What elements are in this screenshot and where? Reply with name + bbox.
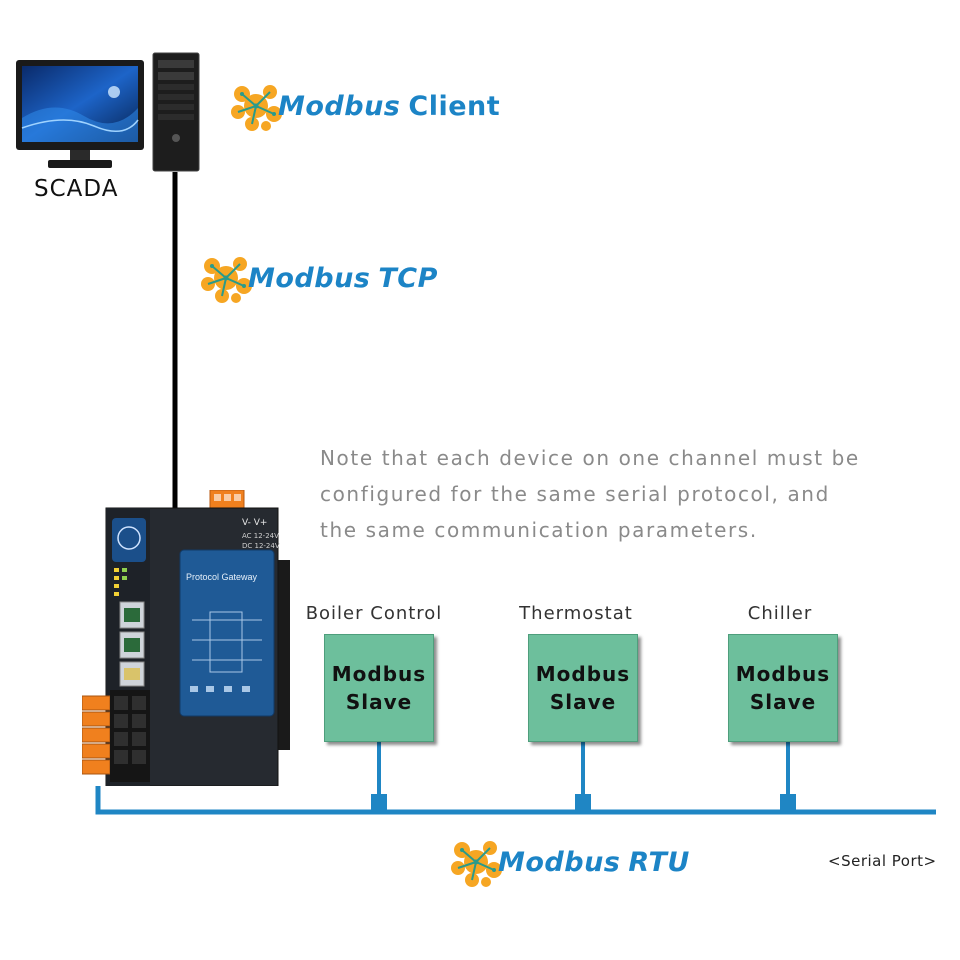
rtu-bus [95, 786, 936, 815]
rtu-word: RTU [628, 846, 690, 878]
bus-tap-2 [575, 794, 591, 810]
modbus-logo-icon [231, 85, 282, 131]
slave-line-2: Slave [749, 690, 817, 714]
modbus-word: Modbus [498, 846, 621, 878]
slave-line-1: Modbus [535, 662, 631, 686]
tcp-word: TCP [378, 262, 438, 294]
modbus-slave-chiller: Modbus Slave [728, 634, 838, 742]
note-text: Note that each device on one channel mus… [320, 440, 920, 548]
gateway-power-label: V- V+ [242, 518, 268, 528]
modbus-slave-thermostat: Modbus Slave [528, 634, 638, 742]
serial-port-label: <Serial Port> [828, 852, 937, 870]
client-word: Client [408, 90, 501, 122]
modbus-word: Modbus [248, 262, 371, 294]
modbus-logo-icon [201, 257, 252, 303]
protocol-gateway-device: V- V+ AC 12-24V DC 12-24V Protocol Gatew… [82, 490, 294, 786]
modbus-rtu-logo: Modbus RTU [450, 836, 690, 888]
slave-line-1: Modbus [331, 662, 427, 686]
modbus-logo-icon [451, 841, 502, 887]
modbus-client-logo: Modbus Client [230, 80, 500, 132]
tower-pc-icon [152, 52, 200, 172]
note-line-1: Note that each device on one channel mus… [320, 446, 860, 470]
device-label-thermostat: Thermostat [519, 603, 633, 624]
modbus-tcp-logo: Modbus TCP [200, 252, 438, 304]
gateway-panel-title: Protocol Gateway [186, 572, 258, 582]
device-label-chiller: Chiller [747, 603, 813, 624]
note-line-2: configured for the same serial protocol,… [320, 482, 830, 506]
gateway-dc-label: DC 12-24V [242, 542, 280, 550]
scada-label: SCADA [34, 176, 119, 202]
monitor-icon [16, 60, 144, 168]
slave-line-1: Modbus [735, 662, 831, 686]
modbus-word: Modbus [278, 90, 401, 122]
bus-tap-1 [371, 794, 387, 810]
bus-tap-3 [780, 794, 796, 810]
gateway-body [82, 490, 290, 786]
device-label-boiler-control: Boiler Control [305, 603, 443, 624]
modbus-slave-boiler-control: Modbus Slave [324, 634, 434, 742]
note-line-3: the same communication parameters. [320, 518, 758, 542]
slave-line-2: Slave [345, 690, 413, 714]
gateway-ac-label: AC 12-24V [242, 532, 279, 540]
slave-line-2: Slave [549, 690, 617, 714]
